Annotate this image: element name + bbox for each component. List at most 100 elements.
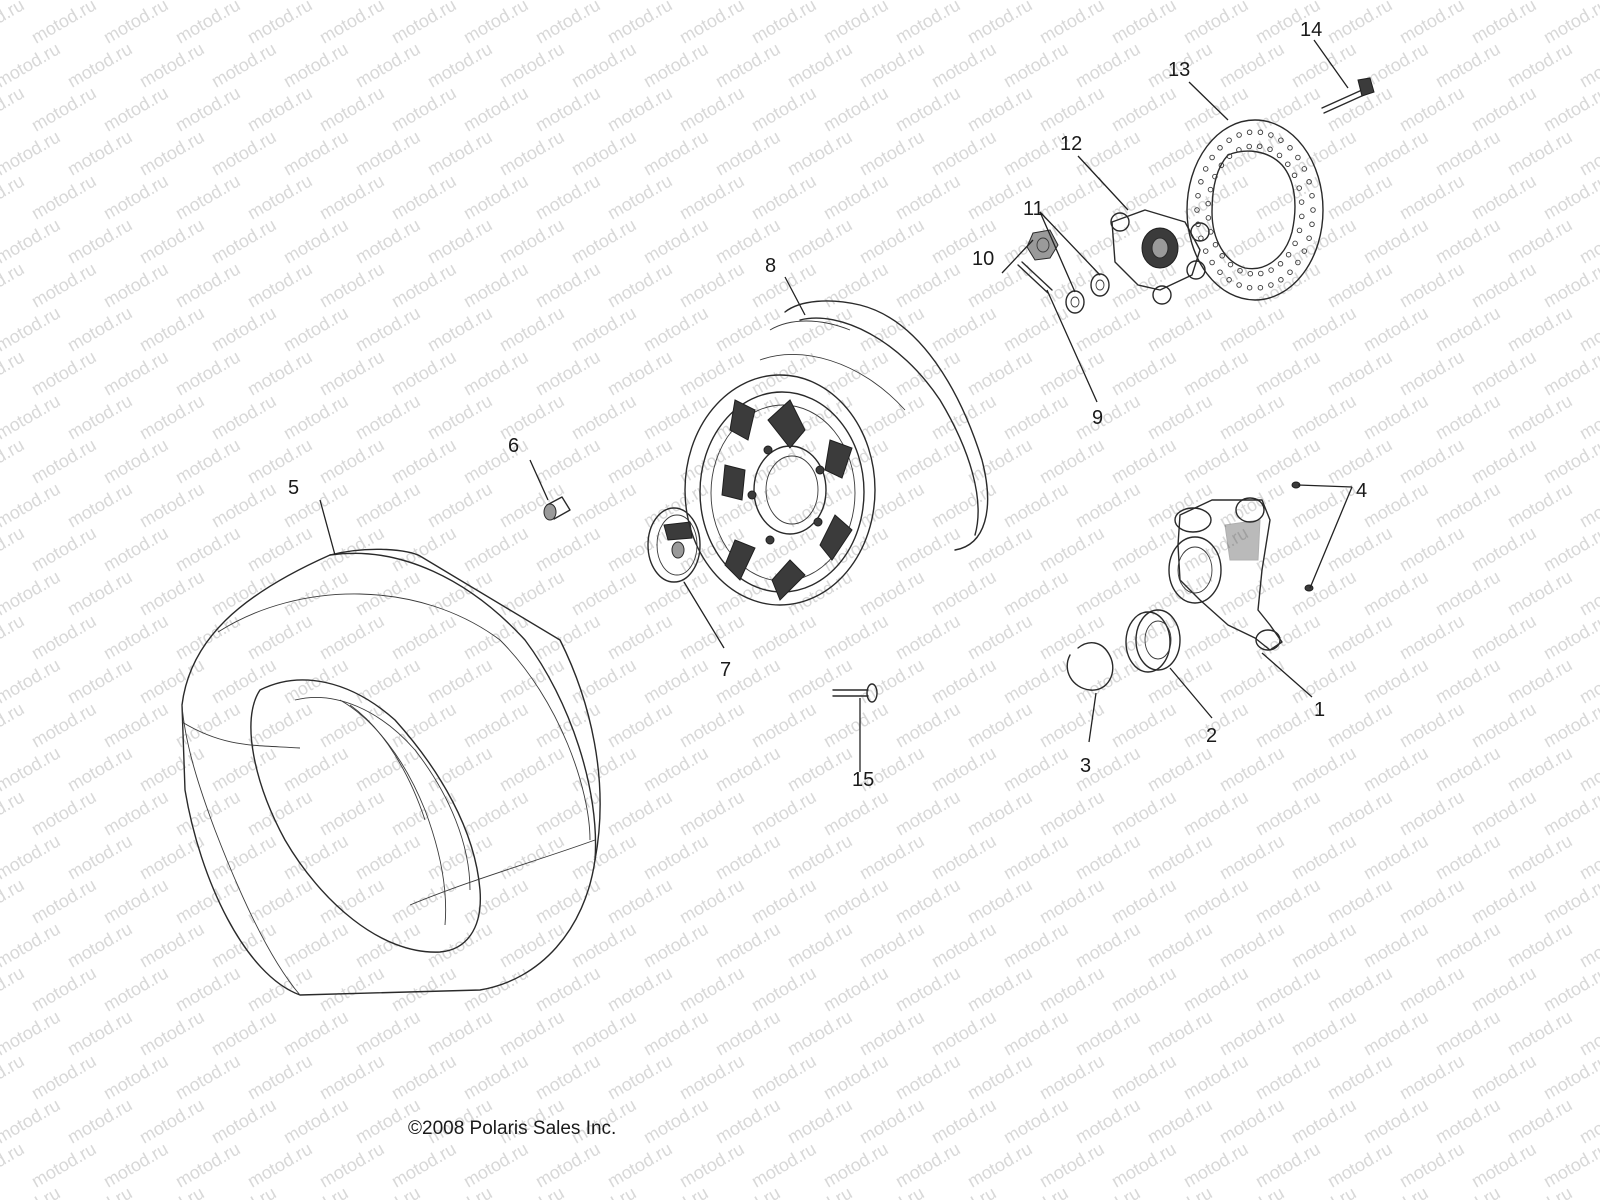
watermark-text: motod.ru <box>1000 303 1072 356</box>
watermark-text: motod.ru <box>1504 215 1576 268</box>
watermark-text: motod.ru <box>1468 787 1540 840</box>
watermark-text: motod.ru <box>820 0 892 47</box>
watermark-text: motod.ru <box>424 1183 496 1200</box>
watermark-text: motod.ru <box>532 1139 604 1192</box>
watermark-text: motod.ru <box>856 127 928 180</box>
watermark-text: motod.ru <box>1288 1007 1360 1060</box>
watermark-text: motod.ru <box>604 435 676 488</box>
watermark-text: motod.ru <box>0 479 64 532</box>
watermark-text: motod.ru <box>316 1139 388 1192</box>
watermark-text: motod.ru <box>928 1095 1000 1148</box>
watermark-text: motod.ru <box>640 391 712 444</box>
watermark-text: motod.ru <box>1036 787 1108 840</box>
watermark-text: motod.ru <box>0 1007 64 1060</box>
watermark-text: motod.ru <box>604 0 676 47</box>
watermark-text: motod.ru <box>568 391 640 444</box>
watermark-text: motod.ru <box>100 435 172 488</box>
watermark-text: motod.ru <box>1396 259 1468 312</box>
watermark-text: motod.ru <box>1324 347 1396 400</box>
watermark-text: motod.ru <box>352 655 424 708</box>
watermark-text: motod.ru <box>1540 699 1600 752</box>
watermark-text: motod.ru <box>136 303 208 356</box>
watermark-text: motod.ru <box>712 303 784 356</box>
watermark-text: motod.ru <box>748 171 820 224</box>
watermark-text: motod.ru <box>1216 1007 1288 1060</box>
watermark-text: motod.ru <box>604 347 676 400</box>
watermark-text: motod.ru <box>928 831 1000 884</box>
watermark-text: motod.ru <box>496 479 568 532</box>
watermark-text: motod.ru <box>1036 435 1108 488</box>
watermark-text: motod.ru <box>1396 171 1468 224</box>
watermark-text: motod.ru <box>928 567 1000 620</box>
watermark-text: motod.ru <box>64 1095 136 1148</box>
watermark-text: motod.ru <box>1000 479 1072 532</box>
watermark-text: motod.ru <box>28 611 100 664</box>
watermark-text: motod.ru <box>1036 963 1108 1016</box>
watermark-text: motod.ru <box>604 963 676 1016</box>
watermark-text: motod.ru <box>388 259 460 312</box>
disc-hole <box>1285 251 1292 258</box>
watermark-text: motod.ru <box>1324 1139 1396 1192</box>
watermark-text: motod.ru <box>172 347 244 400</box>
watermark-text: motod.ru <box>1288 567 1360 620</box>
watermark-text: motod.ru <box>1396 0 1468 47</box>
watermark-text: motod.ru <box>1540 963 1600 1016</box>
watermark-text: motod.ru <box>136 743 208 796</box>
watermark-text: motod.ru <box>1000 1095 1072 1148</box>
watermark-text: motod.ru <box>1396 83 1468 136</box>
watermark-text: motod.ru <box>1000 567 1072 620</box>
watermark-text: motod.ru <box>856 215 928 268</box>
watermark-text: motod.ru <box>820 347 892 400</box>
watermark-text: motod.ru <box>1360 303 1432 356</box>
watermark-text: motod.ru <box>856 655 928 708</box>
watermark-text: motod.ru <box>388 347 460 400</box>
watermark-text: motod.ru <box>136 831 208 884</box>
watermark-text: motod.ru <box>352 39 424 92</box>
watermark-text: motod.ru <box>1324 611 1396 664</box>
disc-hole <box>1256 143 1263 150</box>
disc-hole <box>1209 259 1215 266</box>
watermark-text: motod.ru <box>244 347 316 400</box>
watermark-text: motod.ru <box>1036 523 1108 576</box>
watermark-text: motod.ru <box>460 787 532 840</box>
watermark-text: motod.ru <box>136 127 208 180</box>
watermark-text: motod.ru <box>388 611 460 664</box>
watermark-text: motod.ru <box>1576 919 1600 972</box>
watermark-text: motod.ru <box>712 567 784 620</box>
watermark-text: motod.ru <box>496 391 568 444</box>
watermark-text: motod.ru <box>640 831 712 884</box>
disc-hole <box>1287 269 1293 275</box>
watermark-text: motod.ru <box>424 743 496 796</box>
watermark-text: motod.ru <box>1072 831 1144 884</box>
watermark-text: motod.ru <box>352 831 424 884</box>
watermark-text: motod.ru <box>460 523 532 576</box>
watermark-text: motod.ru <box>136 1007 208 1060</box>
watermark-text: motod.ru <box>64 655 136 708</box>
watermark-text: motod.ru <box>280 743 352 796</box>
watermark-text: motod.ru <box>892 435 964 488</box>
watermark-text: motod.ru <box>640 39 712 92</box>
watermark-text: motod.ru <box>1180 787 1252 840</box>
disc-hole <box>1295 154 1301 161</box>
watermark-text: motod.ru <box>1108 83 1180 136</box>
disc-hole <box>1296 227 1303 234</box>
watermark-text: motod.ru <box>964 1051 1036 1104</box>
watermark-text: motod.ru <box>1468 435 1540 488</box>
watermark-text: motod.ru <box>208 1095 280 1148</box>
disc-hole <box>1285 161 1291 167</box>
watermark-text: motod.ru <box>244 83 316 136</box>
watermark-text: motod.ru <box>64 1183 136 1200</box>
watermark-text: motod.ru <box>496 127 568 180</box>
disc-hole <box>1292 240 1298 247</box>
watermark-text: motod.ru <box>748 1051 820 1104</box>
disc-hole <box>1237 267 1243 274</box>
watermark-text: motod.ru <box>676 699 748 752</box>
watermark-text: motod.ru <box>820 1051 892 1104</box>
watermark-text: motod.ru <box>28 171 100 224</box>
watermark-text: motod.ru <box>208 127 280 180</box>
watermark-text: motod.ru <box>1432 127 1504 180</box>
watermark-text: motod.ru <box>1540 0 1600 47</box>
disc-hole <box>1209 154 1215 161</box>
watermark-text: motod.ru <box>0 83 28 136</box>
watermark-text: motod.ru <box>496 39 568 92</box>
